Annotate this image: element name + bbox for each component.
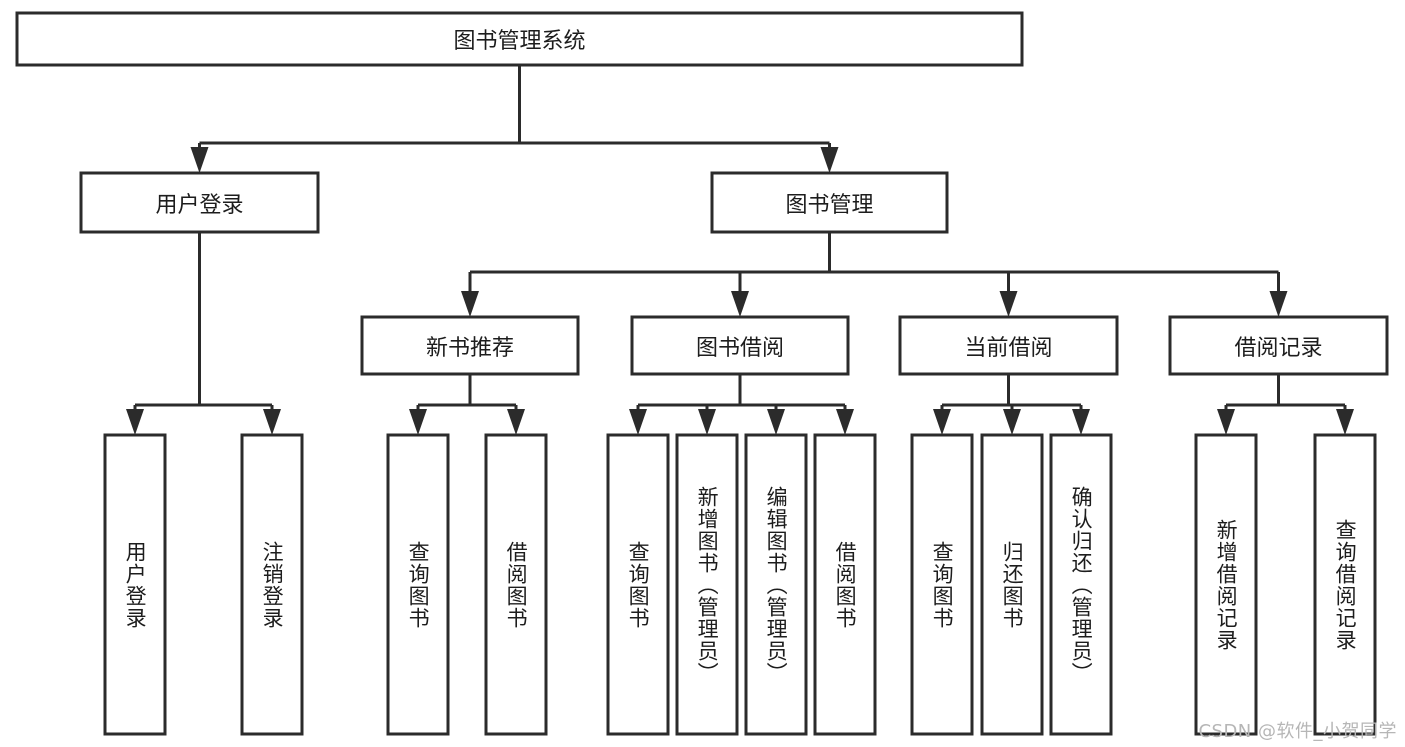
node-box-leaf-add-borrow-record[interactable] [1194,433,1258,736]
arrow-head-icon [507,409,525,435]
node-box-leaf-query-book-rec[interactable] [386,433,450,736]
node-box-leaf-add-book-admin[interactable] [675,433,739,736]
arrow-head-icon [190,147,209,173]
arrow-head-icon [999,291,1018,317]
watermark-text: CSDN @软件_小贺同学 [1198,721,1397,742]
node-box-leaf-edit-book-admin[interactable] [744,433,808,736]
node-box-leaf-query-borrow-record[interactable] [1313,433,1377,736]
node-box-leaf-query-book-cur[interactable] [910,433,974,736]
node-box-leaf-user-login[interactable] [103,433,167,736]
arrow-head-icon [1269,291,1288,317]
node-box-book-manage[interactable] [710,171,949,234]
arrow-head-icon [767,409,785,435]
node-box-book-borrow[interactable] [630,315,850,376]
node-box-user-login[interactable] [79,171,320,234]
node-box-leaf-borrow-book-rec[interactable] [484,433,548,736]
node-box-leaf-user-logout[interactable] [240,433,304,736]
node-box-leaf-confirm-return-admin[interactable] [1049,433,1113,736]
node-box-leaf-borrow-book[interactable] [813,433,877,736]
arrow-head-icon [698,409,716,435]
arrow-head-icon [126,409,144,435]
arrow-head-icon [1336,409,1354,435]
arrow-head-icon [933,409,951,435]
node-box-current-borrow[interactable] [898,315,1119,376]
arrow-head-icon [1217,409,1235,435]
arrow-head-icon [1072,409,1090,435]
node-box-new-book-recommend[interactable] [360,315,580,376]
node-box-leaf-query-book-borrow[interactable] [606,433,670,736]
node-box-leaf-return-book[interactable] [980,433,1044,736]
node-box-borrow-record[interactable] [1168,315,1389,376]
connector-group [126,65,1354,435]
arrow-head-icon [629,409,647,435]
arrow-head-icon [409,409,427,435]
arrow-head-icon [836,409,854,435]
arrow-head-icon [461,291,479,317]
node-box-group [15,11,1389,736]
arrow-head-icon [731,291,749,317]
arrow-head-icon [1003,409,1021,435]
arrow-head-icon [263,409,281,435]
node-box-root[interactable] [15,11,1024,67]
arrow-head-icon [820,147,839,173]
